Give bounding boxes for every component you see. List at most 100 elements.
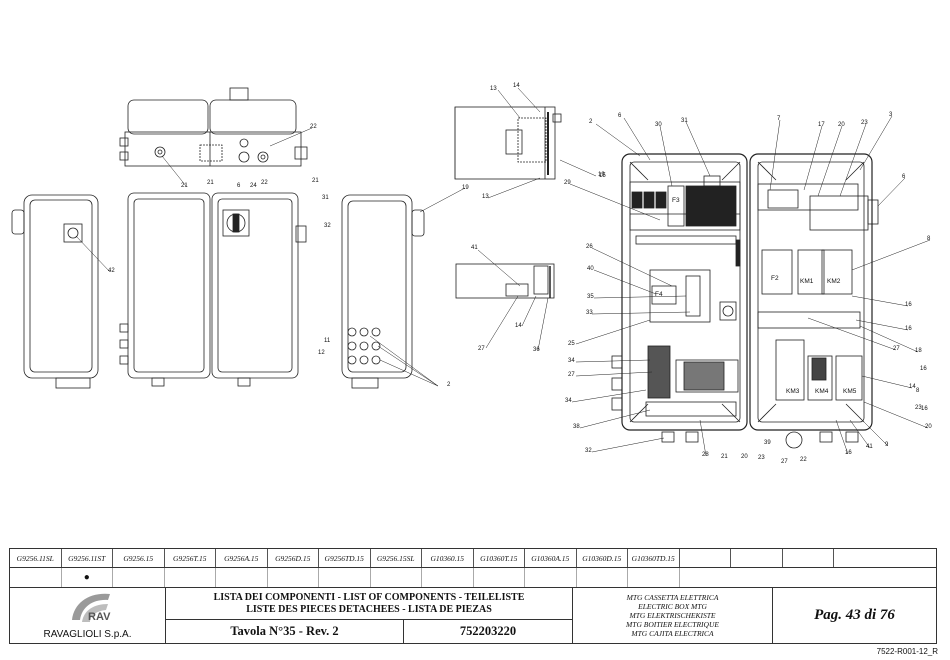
mark-cell [474,568,525,587]
title-block: RAV RAVAGLIOLI S.p.A. LISTA DEI COMPONEN… [9,588,937,644]
mark-cell [680,568,937,587]
label-km3: KM3 [786,388,800,395]
callout: 16 [921,406,928,412]
model-code: G10360A.15 [525,549,577,567]
callout: 27 [781,459,788,465]
callout: 21 [721,454,728,460]
callout: 11 [324,338,331,344]
callout: 23 [861,120,868,126]
table-number: Tavola N°35 - Rev. 2 [166,620,404,643]
callout: 6 [237,183,241,189]
label-km5: KM5 [843,388,857,395]
callout: 38 [573,424,580,430]
callout: 16 [845,450,852,456]
right-side-view [341,194,425,389]
callout: 14 [909,384,916,390]
mark-cell [628,568,680,587]
callout: 23 [915,405,922,411]
callout: 16 [920,366,927,372]
description-line: ELECTRIC BOX MTG [638,602,707,611]
callout: 20 [741,454,748,460]
callout: 22 [261,180,268,186]
callout: 28 [702,452,709,458]
callout: 19 [462,185,469,191]
description-line: MTG CASSETTA ELETTRICA [626,593,719,602]
label-f2: F2 [771,275,779,282]
label-km1: KM1 [800,278,814,285]
callout: 18 [915,348,922,354]
callout: 27 [568,372,575,378]
model-code: G10360D.15 [577,549,628,567]
callout: 16 [905,326,912,332]
label-f4: F4 [655,291,663,298]
main-open-box [611,153,879,449]
callout: 2 [589,119,593,125]
model-code-empty [731,549,783,567]
callout: 24 [250,183,257,189]
callout: 13 [482,194,489,200]
model-code: G9256.15SL [371,549,422,567]
document-reference: 7522-R001-12_R [876,647,938,656]
callout: 39 [764,440,771,446]
model-code: G9256T.15 [165,549,216,567]
callout: 14 [513,83,520,89]
callout: 25 [568,341,575,347]
callout: 15 [599,173,606,179]
callout: 32 [585,448,592,454]
company-name: RAVAGLIOLI S.p.A. [43,629,132,640]
description: MTG CASSETTA ELETTRICA ELECTRIC BOX MTG … [573,588,773,643]
description-line: MTG CAJITA ELECTRICA [631,629,714,638]
title-line: LISTE DES PIECES DETACHEES - LISTA DE PI… [246,603,492,615]
callout: 13 [490,86,497,92]
callout: 17 [818,122,825,128]
callout: 8 [927,236,931,242]
model-code-empty [783,549,834,567]
callout: 19 [598,172,605,178]
mark-cell [577,568,628,587]
callout: 22 [310,124,317,130]
drawing-code: 752203220 [459,624,517,638]
callout: 31 [322,195,329,201]
label-km4: KM4 [815,388,829,395]
model-code: G9256.15 [113,549,165,567]
callout: 6 [902,174,906,180]
model-code: G9256TD.15 [319,549,371,567]
callout: 16 [905,302,912,308]
callout: 36 [533,347,540,353]
callout: 42 [108,268,115,274]
callout: 35 [587,294,594,300]
callout: 30 [655,122,662,128]
model-code: G10360.15 [422,549,474,567]
callout: 20 [838,122,845,128]
model-codes-row: G9256.11SL G9256.11ST G9256.15 G9256T.15… [9,548,937,568]
mark-cell [422,568,474,587]
callout: 31 [681,118,688,124]
callout: 6 [618,113,622,119]
model-code-empty [834,549,936,567]
callout: 23 [758,455,765,461]
leader-lines [75,87,931,457]
label-f3: F3 [672,197,680,204]
technical-drawing [11,87,931,457]
selected-mark: ● [62,568,113,587]
callout: 34 [568,358,575,364]
logo-area: RAV RAVAGLIOLI S.p.A. [10,588,166,643]
callout-numbers: 22 21 21 6 24 22 21 42 19 31 32 11 12 2 … [108,83,932,465]
callout: 21 [312,178,319,184]
mark-cell [525,568,577,587]
detail-section-top [454,106,562,180]
mark-cell [216,568,268,587]
callout: 21 [207,180,214,186]
callout: 7 [777,116,781,122]
svg-text:RAV: RAV [88,611,111,623]
callout: 12 [318,350,325,356]
callout: 2 [447,382,451,388]
model-code-empty [680,549,731,567]
left-side-view [11,194,99,389]
callout: 32 [324,223,331,229]
callout: 41 [471,245,478,251]
top-view [119,87,308,167]
description-line: MTG BOITIER ELECTRIQUE [626,620,719,629]
mark-cell [10,568,62,587]
model-code: G10360TD.15 [628,549,680,567]
